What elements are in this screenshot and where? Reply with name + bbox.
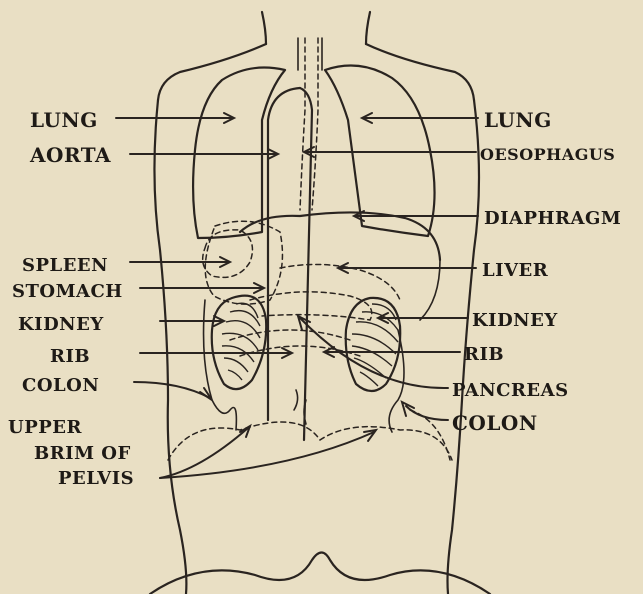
label-stomach: STOMACH: [12, 281, 123, 302]
label-rib-left: RIB: [50, 346, 90, 367]
label-pelvis: PELVIS: [58, 468, 134, 489]
diaphragm-curve: [240, 212, 440, 260]
great-vessels: [268, 38, 322, 440]
label-pancreas: PANCREAS: [452, 380, 569, 401]
aorta-line: [268, 88, 300, 420]
label-kidney-left: KIDNEY: [18, 314, 104, 335]
right-lung: [325, 66, 435, 237]
label-brim-of: BRIM OF: [34, 443, 131, 464]
label-colon-right: COLON: [452, 411, 538, 435]
label-oesophagus: OESOPHAGUS: [480, 145, 615, 164]
body-outline: [150, 12, 490, 594]
label-rib-right: RIB: [464, 344, 504, 365]
label-lung-right: LUNG: [484, 108, 552, 132]
label-diaphragm: DIAPHRAGM: [484, 208, 621, 229]
label-spleen: SPLEEN: [22, 255, 108, 276]
label-kidney-right: KIDNEY: [472, 310, 558, 331]
left-lung: [193, 68, 285, 238]
pelvis: [168, 390, 452, 460]
label-colon-left: COLON: [22, 375, 99, 396]
left-kidney: [212, 296, 266, 390]
oesophagus-line: [300, 38, 305, 210]
label-upper: UPPER: [8, 417, 82, 438]
label-liver: LIVER: [482, 260, 549, 281]
leader-lines: [116, 113, 478, 478]
label-aorta: AORTA: [29, 143, 111, 167]
label-lung-left: LUNG: [30, 108, 98, 132]
